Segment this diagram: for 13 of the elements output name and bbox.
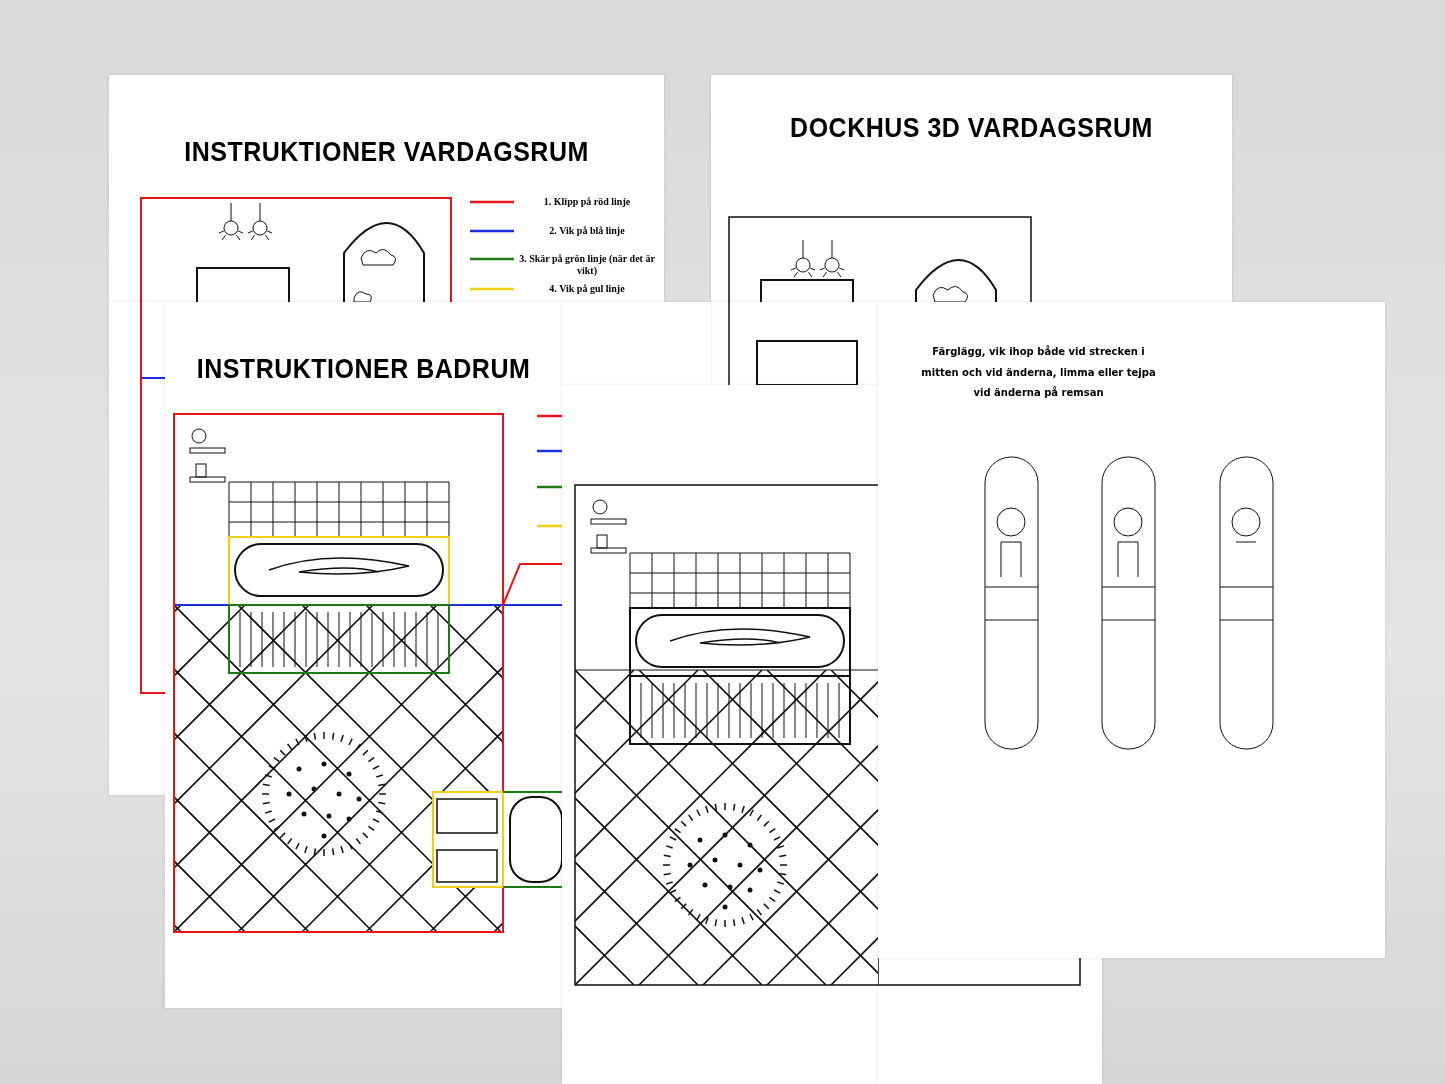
legend-text: 4. Vik på gul linje (548, 283, 626, 295)
legend-text: 2. Vik på blå linje (548, 225, 626, 237)
legend-text: 1. Klipp på röd linje (542, 196, 632, 208)
page-title: DOCKHUS 3D VARDAGSRUM (789, 111, 1154, 144)
paper-page (878, 302, 1385, 958)
page-title: INSTRUKTIONER VARDAGSRUM (183, 135, 590, 168)
paper-page (562, 385, 878, 1084)
page-title: INSTRUKTIONER BADRUM (195, 352, 532, 385)
paper-page (165, 302, 562, 1008)
legend-text: 3. Skär på grön linje (när det är vikt) (518, 253, 656, 277)
instruction-text: Färglägg, vik ihop både vid strecken i mitten och vid änderna, limma eller tejpa vid änderna på remsan (920, 344, 1157, 400)
paper-page (109, 75, 664, 302)
paper-page (711, 75, 1232, 302)
